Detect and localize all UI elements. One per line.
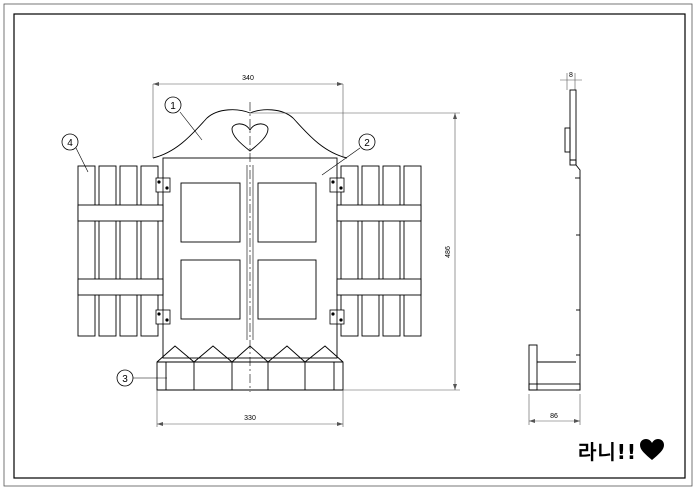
inner-frame [13, 13, 686, 479]
signature: 라니!! [578, 436, 665, 465]
flower-box [156, 345, 344, 391]
dim-top-width: 340 [242, 75, 254, 82]
dimensions [152, 73, 582, 427]
heart-icon [640, 439, 665, 460]
side-view [528, 89, 581, 391]
pane-top-right [257, 182, 317, 243]
signature-text: 라니!! [578, 440, 638, 464]
right-shutter [336, 165, 422, 337]
pane-bottom-right [257, 259, 317, 320]
heart-cutout [231, 123, 269, 152]
hinges [155, 177, 345, 325]
dimension-arrows [153, 82, 580, 426]
left-shutter [77, 165, 164, 337]
outer-frame [3, 3, 693, 487]
dim-side-thickness: 8 [569, 72, 573, 79]
callouts: 1 2 3 4 [61, 96, 376, 387]
callout-1: 1 [170, 101, 176, 112]
dim-height: 486 [445, 246, 452, 258]
dim-side-depth: 86 [550, 413, 558, 420]
dim-bottom-width: 330 [244, 415, 256, 422]
pane-bottom-left [180, 259, 241, 320]
callout-4: 4 [67, 138, 73, 149]
callout-2: 2 [364, 138, 370, 149]
callout-3: 3 [122, 374, 128, 385]
pane-top-left [180, 182, 241, 243]
front-view [75, 102, 422, 392]
